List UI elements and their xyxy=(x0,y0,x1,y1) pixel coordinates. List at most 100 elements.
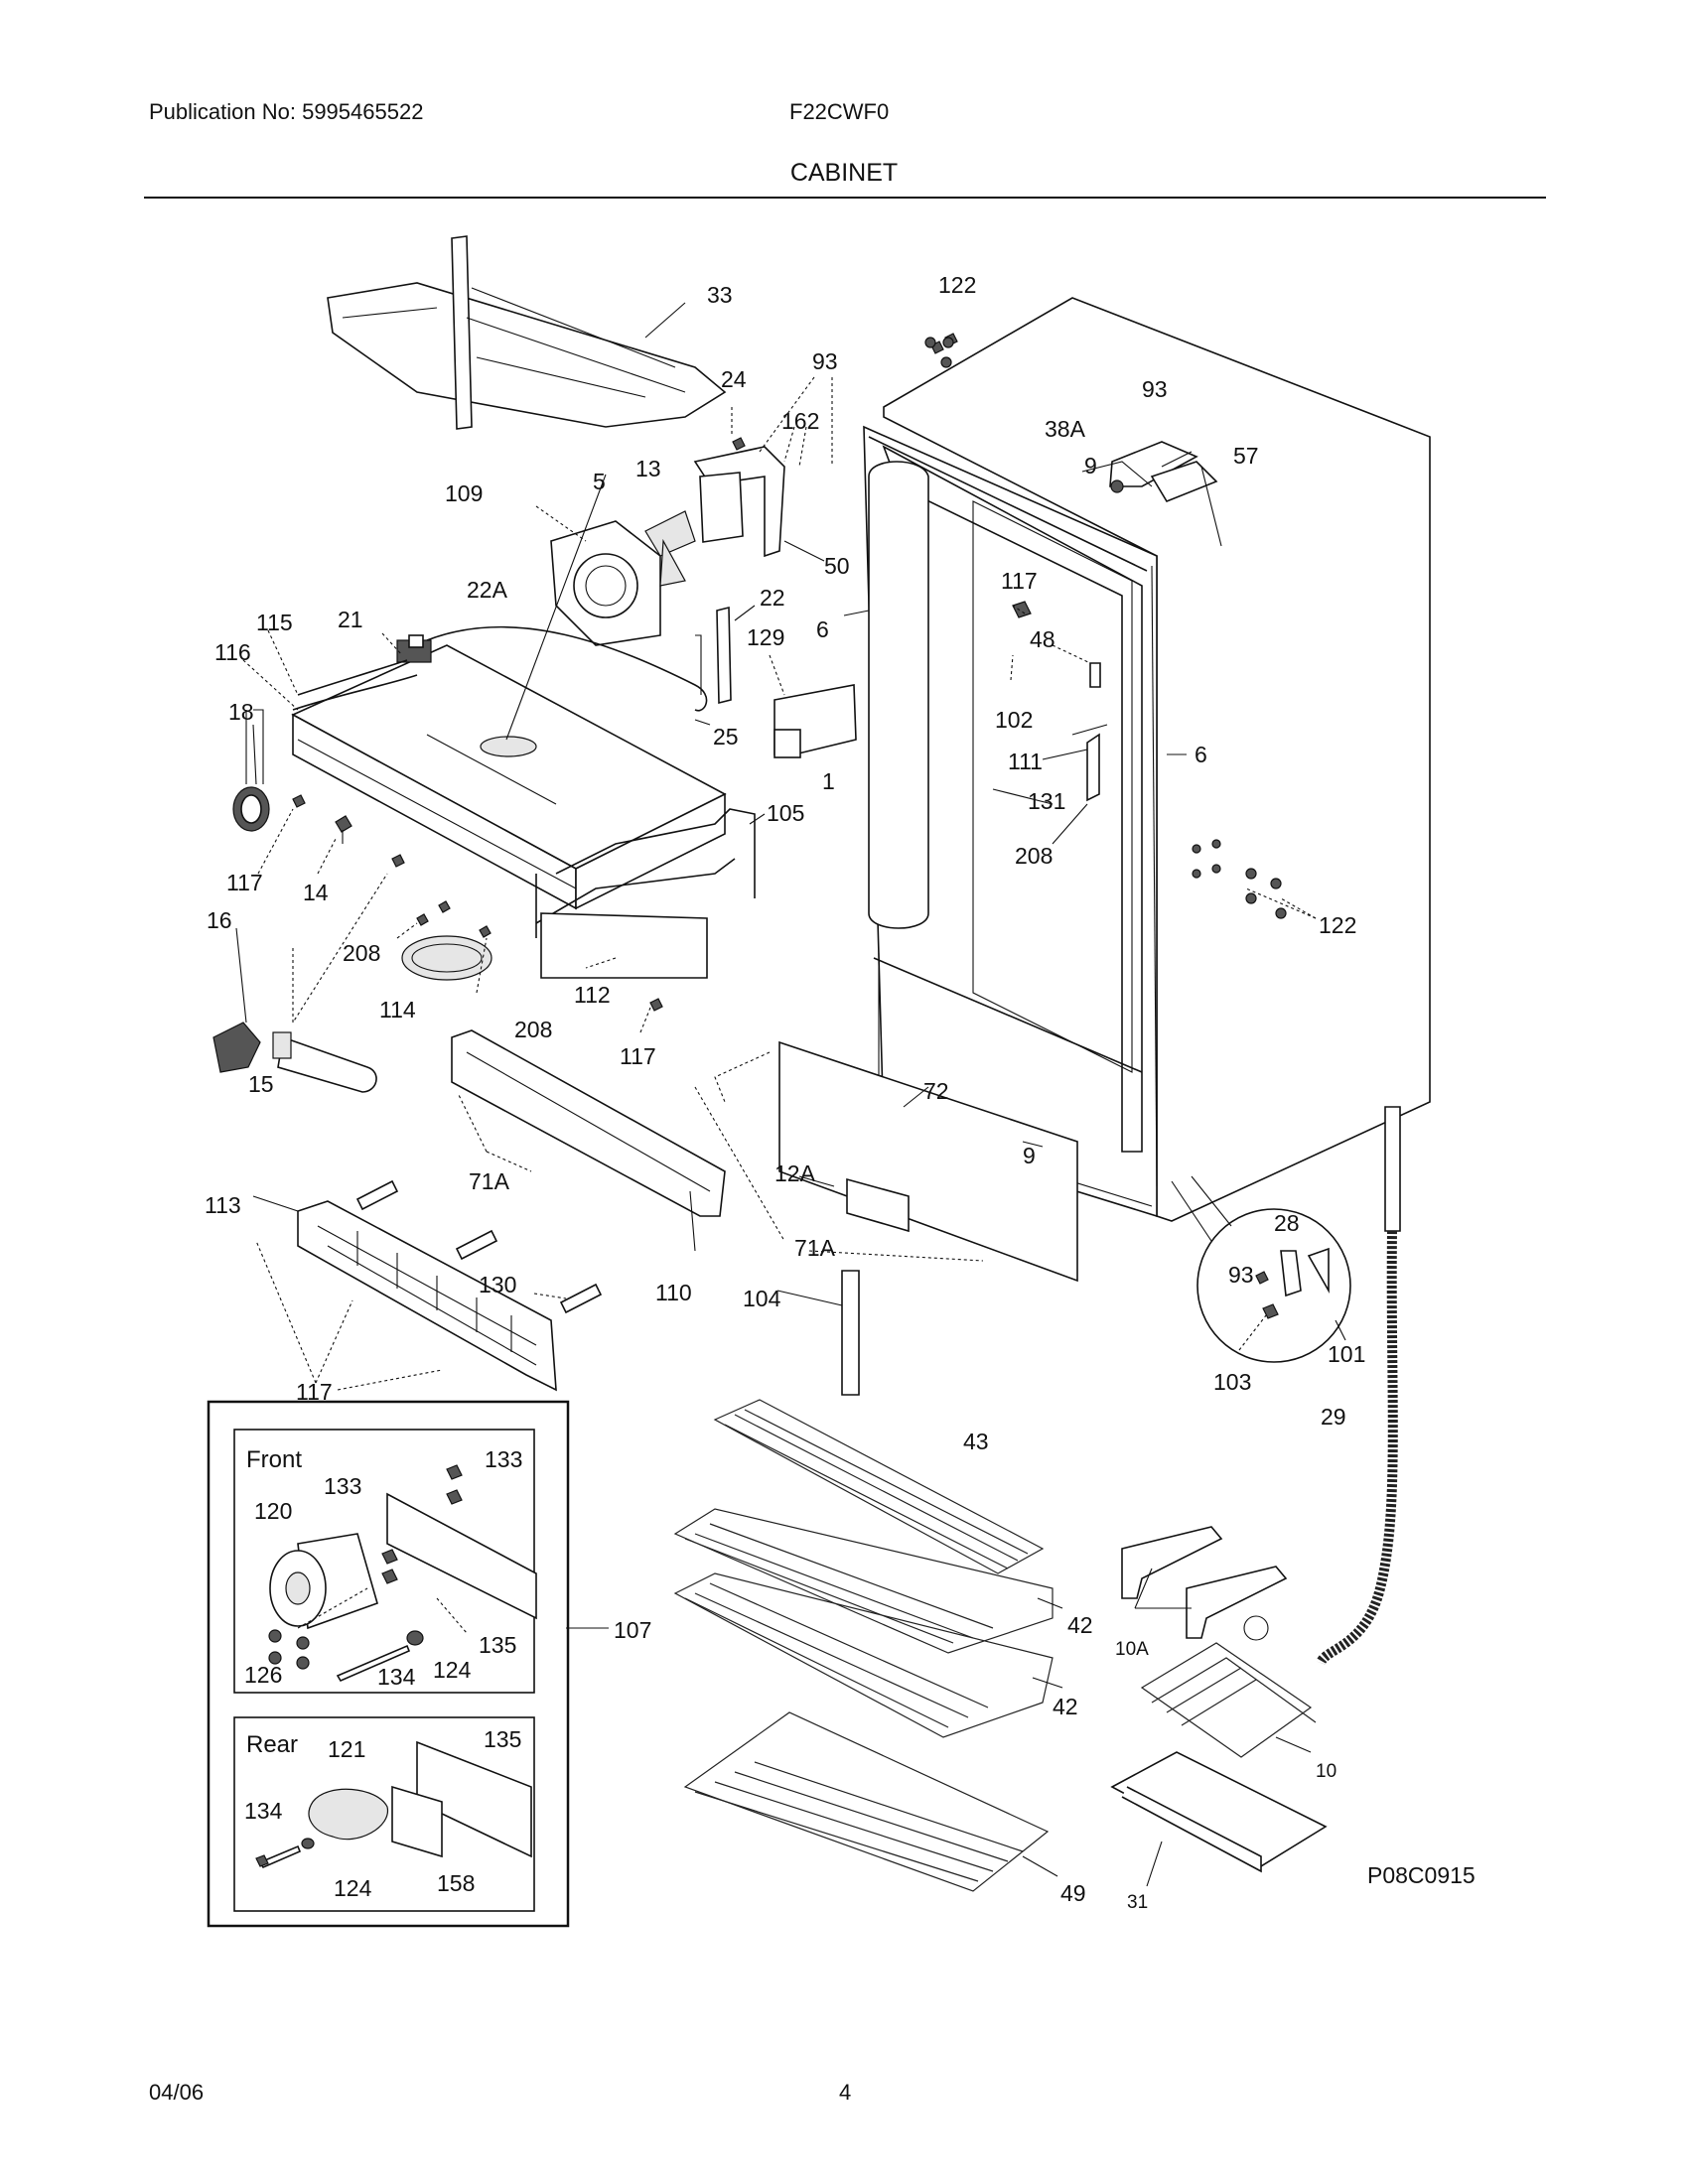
callout-101: 101 xyxy=(1328,1341,1365,1367)
part-22-strips xyxy=(695,606,732,705)
callout-50: 50 xyxy=(824,553,850,579)
part-31-tray xyxy=(1110,1751,1328,1873)
callout-15: 15 xyxy=(248,1071,274,1097)
part-33-top-cover xyxy=(327,235,727,430)
footer-date: 04/06 xyxy=(149,2080,205,2105)
part-21-connector xyxy=(396,634,432,663)
callout-48: 48 xyxy=(1030,626,1055,652)
part-18-ring xyxy=(232,709,270,832)
part-1-hinge-plate xyxy=(774,684,857,758)
callout-208: 208 xyxy=(1015,843,1053,869)
callout-25: 25 xyxy=(713,724,739,750)
detail-circle-28-93-103-101 xyxy=(1171,1175,1351,1363)
callout-121: 121 xyxy=(328,1736,365,1762)
callout-42: 42 xyxy=(1067,1612,1093,1638)
callout-13: 13 xyxy=(635,456,661,481)
callout-208: 208 xyxy=(514,1017,552,1042)
callout-117: 117 xyxy=(296,1379,333,1405)
callout-126: 126 xyxy=(244,1662,282,1688)
part-72-kickplate xyxy=(778,1040,1078,1283)
callout-162: 162 xyxy=(781,408,819,434)
publication-number: Publication No: 5995465522 xyxy=(149,99,424,124)
callout-72: 72 xyxy=(923,1078,949,1104)
callout-9: 9 xyxy=(1084,453,1097,478)
callout-134: 134 xyxy=(377,1664,416,1690)
callout-labels: 33 122 24 93 162 13 5 109 50 22A 22 115 … xyxy=(205,272,1476,1913)
callout-124: 124 xyxy=(334,1875,372,1901)
page-title: CABINET xyxy=(789,159,899,187)
callout-1: 1 xyxy=(822,768,835,794)
part-114-grille xyxy=(401,935,492,981)
front-caster-assembly xyxy=(268,1464,537,1683)
callout-135: 135 xyxy=(484,1726,521,1752)
callout-24: 24 xyxy=(721,366,747,392)
model-number: F22CWF0 xyxy=(789,99,890,124)
callout-12A: 12A xyxy=(774,1160,816,1186)
callout-117: 117 xyxy=(1001,568,1038,594)
callout-93: 93 xyxy=(1142,376,1168,402)
callout-104: 104 xyxy=(743,1286,781,1311)
callout-107: 107 xyxy=(614,1617,651,1643)
callout-6: 6 xyxy=(1195,742,1207,767)
part-16-socket xyxy=(212,1022,261,1073)
callout-6: 6 xyxy=(816,616,829,642)
callout-93: 93 xyxy=(1228,1262,1254,1288)
callout-133: 133 xyxy=(485,1446,522,1472)
part-25-evaporator-cover xyxy=(291,644,727,910)
part-42-shelf-lower xyxy=(673,1572,1054,1738)
callout-114: 114 xyxy=(379,997,416,1023)
callout-57: 57 xyxy=(1233,443,1259,469)
callout-131: 131 xyxy=(1028,788,1065,814)
part-42-shelf-upper xyxy=(673,1508,1054,1654)
callout-158: 158 xyxy=(437,1870,475,1896)
part-5-fan-blade xyxy=(644,510,696,587)
callout-113: 113 xyxy=(205,1192,241,1218)
callout-208: 208 xyxy=(343,940,380,966)
callout-117: 117 xyxy=(226,870,263,895)
rear-box-title: Rear xyxy=(246,1731,298,1758)
callout-10A: 10A xyxy=(1115,1639,1149,1660)
cabinet-fittings xyxy=(924,337,1287,919)
callout-10: 10 xyxy=(1316,1761,1336,1782)
callout-43: 43 xyxy=(963,1429,989,1454)
callout-110: 110 xyxy=(655,1280,692,1305)
callout-134: 134 xyxy=(244,1798,283,1824)
callout-111: 111 xyxy=(1008,749,1043,774)
part-14-screw xyxy=(335,815,352,844)
callout-18: 18 xyxy=(228,699,254,725)
caster-boxes xyxy=(207,1400,570,1928)
callout-71A: 71A xyxy=(469,1168,510,1194)
part-22A-wire xyxy=(426,625,708,712)
callout-117: 117 xyxy=(620,1043,656,1069)
callout-109: 109 xyxy=(445,480,483,506)
callout-124: 124 xyxy=(433,1657,472,1683)
part-112-panel xyxy=(540,912,708,979)
part-113-grille xyxy=(297,1200,557,1392)
part-6-door-gasket xyxy=(868,461,929,929)
part-10A-brackets xyxy=(1121,1526,1288,1639)
part-130-screws xyxy=(355,1179,603,1314)
part-50-bracket xyxy=(693,446,785,558)
callout-22: 22 xyxy=(760,585,785,611)
callout-9: 9 xyxy=(1023,1143,1036,1168)
part-115-116-drain-tubes xyxy=(292,659,418,711)
callout-42: 42 xyxy=(1053,1694,1078,1719)
callout-112: 112 xyxy=(574,982,611,1008)
part-49-shelf xyxy=(683,1711,1050,1892)
callout-133: 133 xyxy=(324,1473,361,1499)
header-rule xyxy=(144,197,1546,199)
leader-lines xyxy=(235,302,1346,1887)
callout-122: 122 xyxy=(938,272,976,298)
callout-16: 16 xyxy=(207,907,232,933)
part-104-bracket xyxy=(841,1270,860,1396)
callout-105: 105 xyxy=(767,800,804,826)
front-box-title: Front xyxy=(246,1446,302,1473)
callout-115: 115 xyxy=(256,610,293,635)
callout-5: 5 xyxy=(593,469,606,494)
callout-122: 122 xyxy=(1319,912,1356,938)
page-number: 4 xyxy=(839,2080,852,2105)
part-43-shelf xyxy=(713,1399,1045,1574)
part-38A-57-hinge xyxy=(1109,441,1218,502)
callout-135: 135 xyxy=(479,1632,516,1658)
